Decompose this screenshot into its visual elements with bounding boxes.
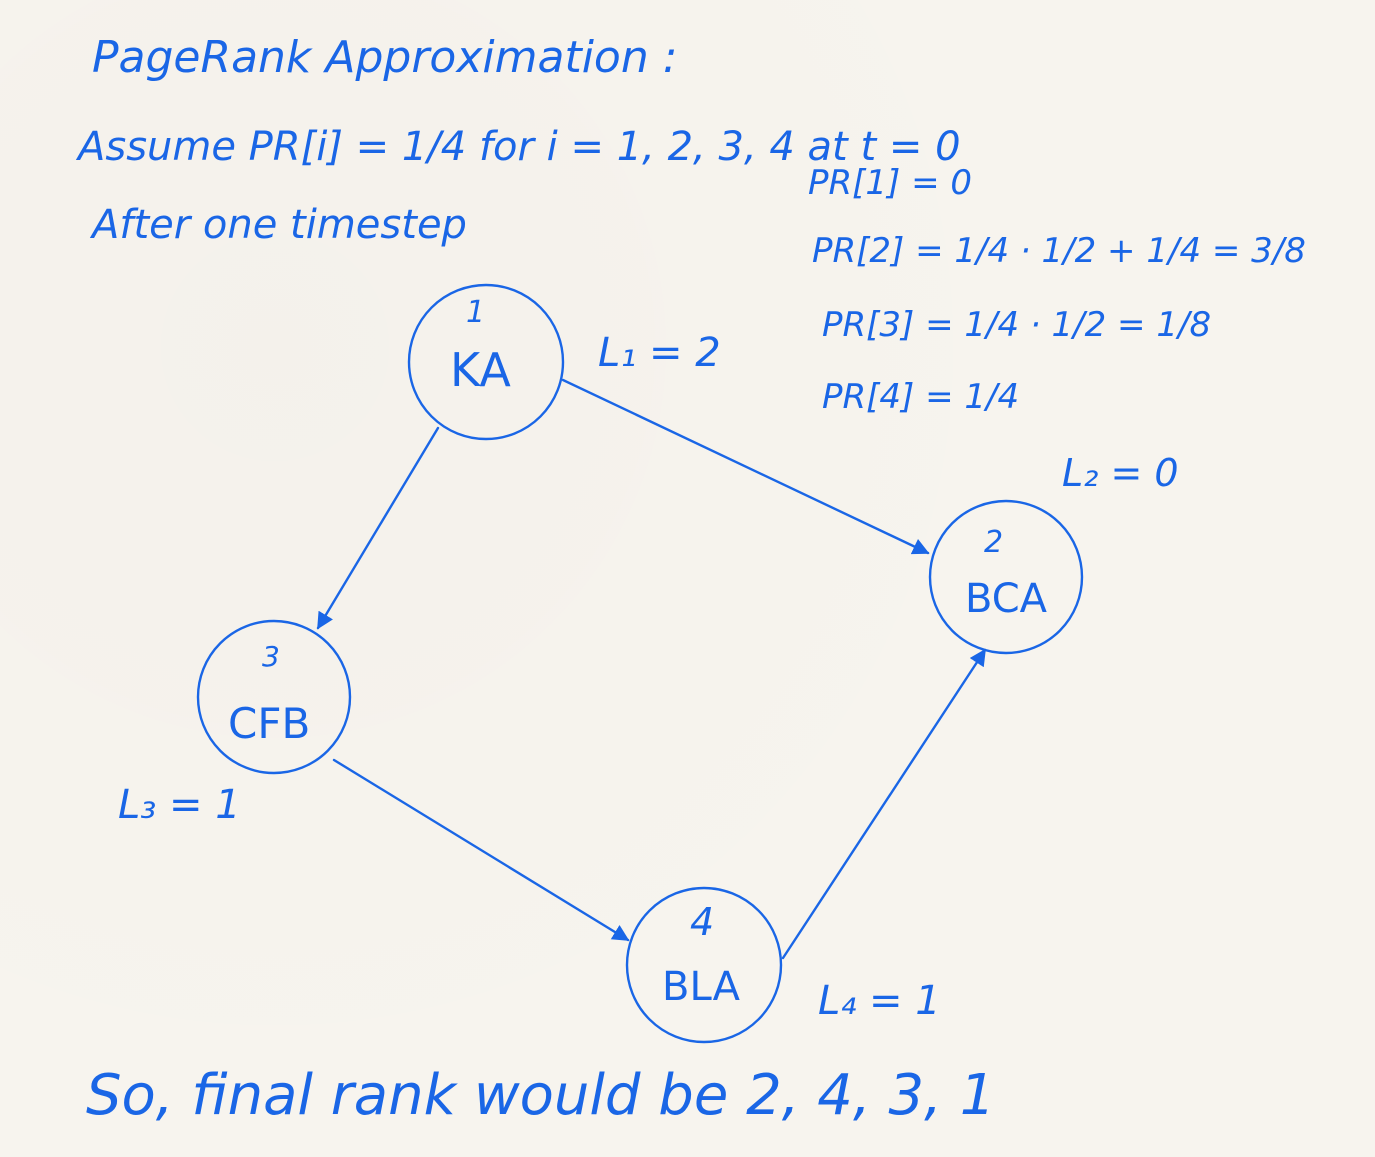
node-4-number: 4 — [690, 900, 714, 944]
assumption-text: Assume PR[i] = 1/4 for i = 1, 2, 3, 4 at… — [75, 124, 961, 170]
node-1-number: 1 — [466, 295, 485, 330]
equation-pr2: PR[2] = 1/4 · 1/2 + 1/4 = 3/8 — [812, 231, 1306, 271]
link-count-l1: L₁ = 2 — [598, 330, 721, 376]
node-3-label: CFB — [228, 699, 310, 748]
link-count-l2: L₂ = 0 — [1062, 451, 1179, 495]
equation-pr3: PR[3] = 1/4 · 1/2 = 1/8 — [822, 305, 1211, 345]
node-4-label: BLA — [662, 964, 741, 1010]
node-3: 3 CFB — [196, 619, 352, 775]
equation-pr1: PR[1] = 0 — [808, 163, 972, 203]
node-3-number: 3 — [262, 640, 280, 673]
equation-pr4: PR[4] = 1/4 — [822, 377, 1019, 417]
node-1: 1 KA — [407, 283, 565, 441]
node-2-number: 2 — [984, 525, 1003, 560]
node-4-circle — [625, 886, 783, 1044]
link-count-l4: L₄ = 1 — [818, 978, 941, 1024]
node-2-label: BCA — [965, 576, 1048, 622]
edge-1-to-3 — [316, 426, 440, 630]
node-4: 4 BLA — [625, 886, 783, 1044]
edge-3-to-4 — [332, 758, 630, 942]
timestep-text: After one timestep — [89, 202, 467, 248]
node-2: 2 BCA — [928, 499, 1084, 655]
link-count-l3: L₃ = 1 — [118, 782, 241, 828]
edge-1-to-2 — [561, 378, 930, 555]
edge-4-to-2 — [781, 648, 987, 960]
node-2-circle — [928, 499, 1084, 655]
conclusion-text: So, final rank would be 2, 4, 3, 1 — [86, 1063, 995, 1128]
node-3-circle — [196, 619, 352, 775]
node-1-circle — [407, 283, 565, 441]
page-title: PageRank Approximation : — [92, 32, 678, 83]
node-1-label: KA — [450, 343, 511, 397]
